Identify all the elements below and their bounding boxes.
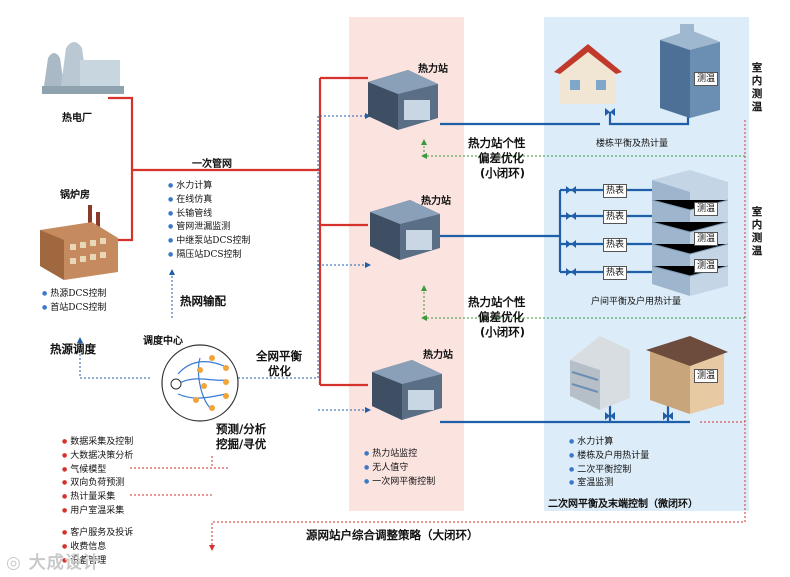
primary-network-label: 一次管网: [192, 159, 232, 170]
temperature-meter-1: 测温: [694, 72, 719, 86]
station-optimization-2-line2: 偏差优化: [478, 310, 524, 324]
heat-meter-4: 热表: [603, 266, 628, 280]
heat-station-label-2: 热力站: [421, 196, 451, 207]
dispatch-center-label: 调度中心: [143, 336, 183, 347]
station-optimization-1-line3: (小闭环): [480, 166, 526, 180]
prediction-label-2: 挖掘/寻优: [216, 437, 267, 451]
residential-block-icon: [646, 336, 728, 414]
secondary-control-label: 二次网平衡及末端控制（微闭环）: [548, 499, 698, 510]
heat-station-label-1: 热力站: [418, 64, 448, 75]
list-item: 楼栋及户用热计量: [569, 450, 649, 464]
list-item: 大数据决策分析: [62, 450, 133, 464]
service-list: 客户服务及投诉 收费信息 设备管理: [62, 527, 133, 568]
heat-distribution-label: 热网输配: [180, 294, 226, 308]
apartment-building-icon: [660, 24, 720, 118]
household-balance-caption: 户间平衡及户用热计量: [591, 297, 682, 307]
station-optimization-2-line1: 热力站个性: [468, 295, 526, 309]
list-item: 长输管线: [168, 208, 251, 222]
boiler-room-label: 锅炉房: [60, 190, 90, 201]
heat-station-icons: [368, 70, 442, 420]
heat-station-label-3: 热力站: [423, 350, 453, 361]
power-plant-icon: [42, 42, 124, 94]
station-optimization-1-line1: 热力站个性: [468, 136, 526, 150]
global-strategy-label: 源网站户综合调整策略（大闭环）: [306, 528, 479, 542]
list-item: 首站DCS控制: [42, 302, 106, 316]
source-control-list: 热源DCS控制 首站DCS控制: [42, 288, 106, 316]
list-item: 用户室温采集: [62, 505, 133, 519]
list-item: 水力计算: [569, 436, 649, 450]
boiler-room-icon: [40, 205, 118, 280]
control-lines: [77, 113, 371, 413]
temperature-meter-2: 测温: [694, 202, 719, 216]
temperature-meter-5: 测温: [694, 369, 719, 383]
primary-network-function-list: 水力计算 在线仿真 长输管线 管网泄漏监测 中继泵站DCS控制 隔压站DCS控制: [168, 180, 251, 263]
house-icon: [554, 44, 622, 104]
list-item: 在线仿真: [168, 194, 251, 208]
primary-network-pipes: [108, 76, 368, 387]
list-item: 室温监测: [569, 477, 649, 491]
station-optimization-1-line2: 偏差优化: [478, 151, 524, 165]
data-analysis-list: 数据采集及控制 大数据决策分析 气候模型 双向负荷预测 热计量采集 用户室温采集: [62, 436, 133, 519]
list-item: 隔压站DCS控制: [168, 249, 251, 263]
list-item: 二次平衡控制: [569, 464, 649, 478]
list-item: 热源DCS控制: [42, 288, 106, 302]
temperature-meter-4: 测温: [694, 259, 719, 273]
heat-meter-2: 热表: [603, 210, 628, 224]
temperature-meter-3: 测温: [694, 232, 719, 246]
global-balance-label-1: 全网平衡: [256, 349, 302, 363]
global-balance-label-2: 优化: [268, 364, 291, 378]
building-balance-caption: 楼栋平衡及热计量: [596, 139, 669, 149]
station-optimization-2-line3: (小闭环): [480, 325, 526, 339]
list-item: 一次网平衡控制: [364, 476, 435, 490]
indoor-temperature-label-1: 室内测温: [751, 62, 763, 113]
power-plant-label: 热电厂: [62, 113, 92, 124]
list-item: 客户服务及投诉: [62, 527, 133, 541]
list-item: 设备管理: [62, 555, 133, 569]
big-loop-lines: [130, 120, 746, 551]
station-function-list: 热力站监控 无人值守 一次网平衡控制: [364, 448, 435, 489]
list-item: 气候模型: [62, 464, 133, 478]
list-item: 无人值守: [364, 462, 435, 476]
list-item: 管网泄漏监测: [168, 221, 251, 235]
secondary-network-list: 水力计算 楼栋及户用热计量 二次平衡控制 室温监测: [569, 436, 649, 491]
heat-meter-1: 热表: [603, 184, 628, 198]
watermark: ◎ 大成设计: [6, 548, 101, 573]
list-item: 数据采集及控制: [62, 436, 133, 450]
indoor-temperature-label-2: 室内测温: [751, 206, 763, 257]
list-item: 热力站监控: [364, 448, 435, 462]
list-item: 收费信息: [62, 541, 133, 555]
list-item: 中继泵站DCS控制: [168, 235, 250, 249]
office-tower-icon: [570, 336, 630, 410]
list-item: 双向负荷预测: [62, 477, 133, 491]
watermark-text: 大成设计: [28, 553, 101, 573]
list-item: 水力计算: [168, 180, 251, 194]
feedback-lines: [421, 139, 745, 321]
source-dispatch-label: 热源调度: [50, 342, 96, 356]
watermark-logo-icon: ◎: [6, 553, 22, 573]
dispatch-center-icon: [161, 344, 239, 422]
list-item: 热计量采集: [62, 491, 133, 505]
heat-meter-3: 热表: [603, 238, 628, 252]
prediction-label-1: 预测/分析: [216, 422, 267, 436]
